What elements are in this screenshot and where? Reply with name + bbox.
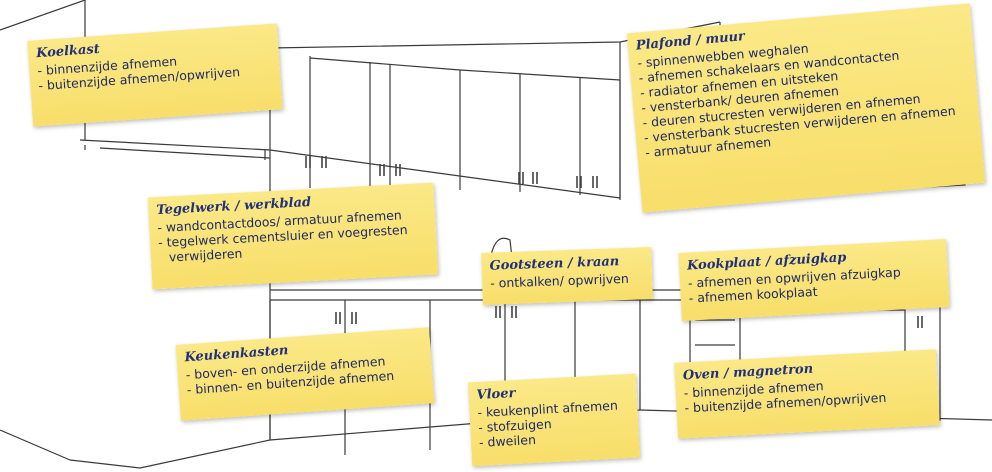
note-tegelwerk-werkblad: Tegelwerk / werkblad wandcontactdoos/ ar…: [147, 182, 439, 290]
note-koelkast: Koelkast binnenzijde afnemen buitenzijde…: [27, 23, 283, 127]
note-plafond-muur: Plafond / muur spinnenwebben weghalen af…: [626, 3, 986, 213]
note-item: ontkalken/ opwrijven: [490, 270, 644, 291]
note-oven-magnetron: Oven / magnetron binnenzijde afnemen bui…: [674, 349, 940, 439]
note-vloer: Vloer keukenplint afnemen stofzuigen dwe…: [467, 373, 641, 467]
note-gootsteen-kraan: Gootsteen / kraan ontkalken/ opwrijven: [481, 247, 653, 305]
note-kookplaat-afzuigkap: Kookplaat / afzuigkap afnemen en opwrijv…: [678, 239, 950, 321]
